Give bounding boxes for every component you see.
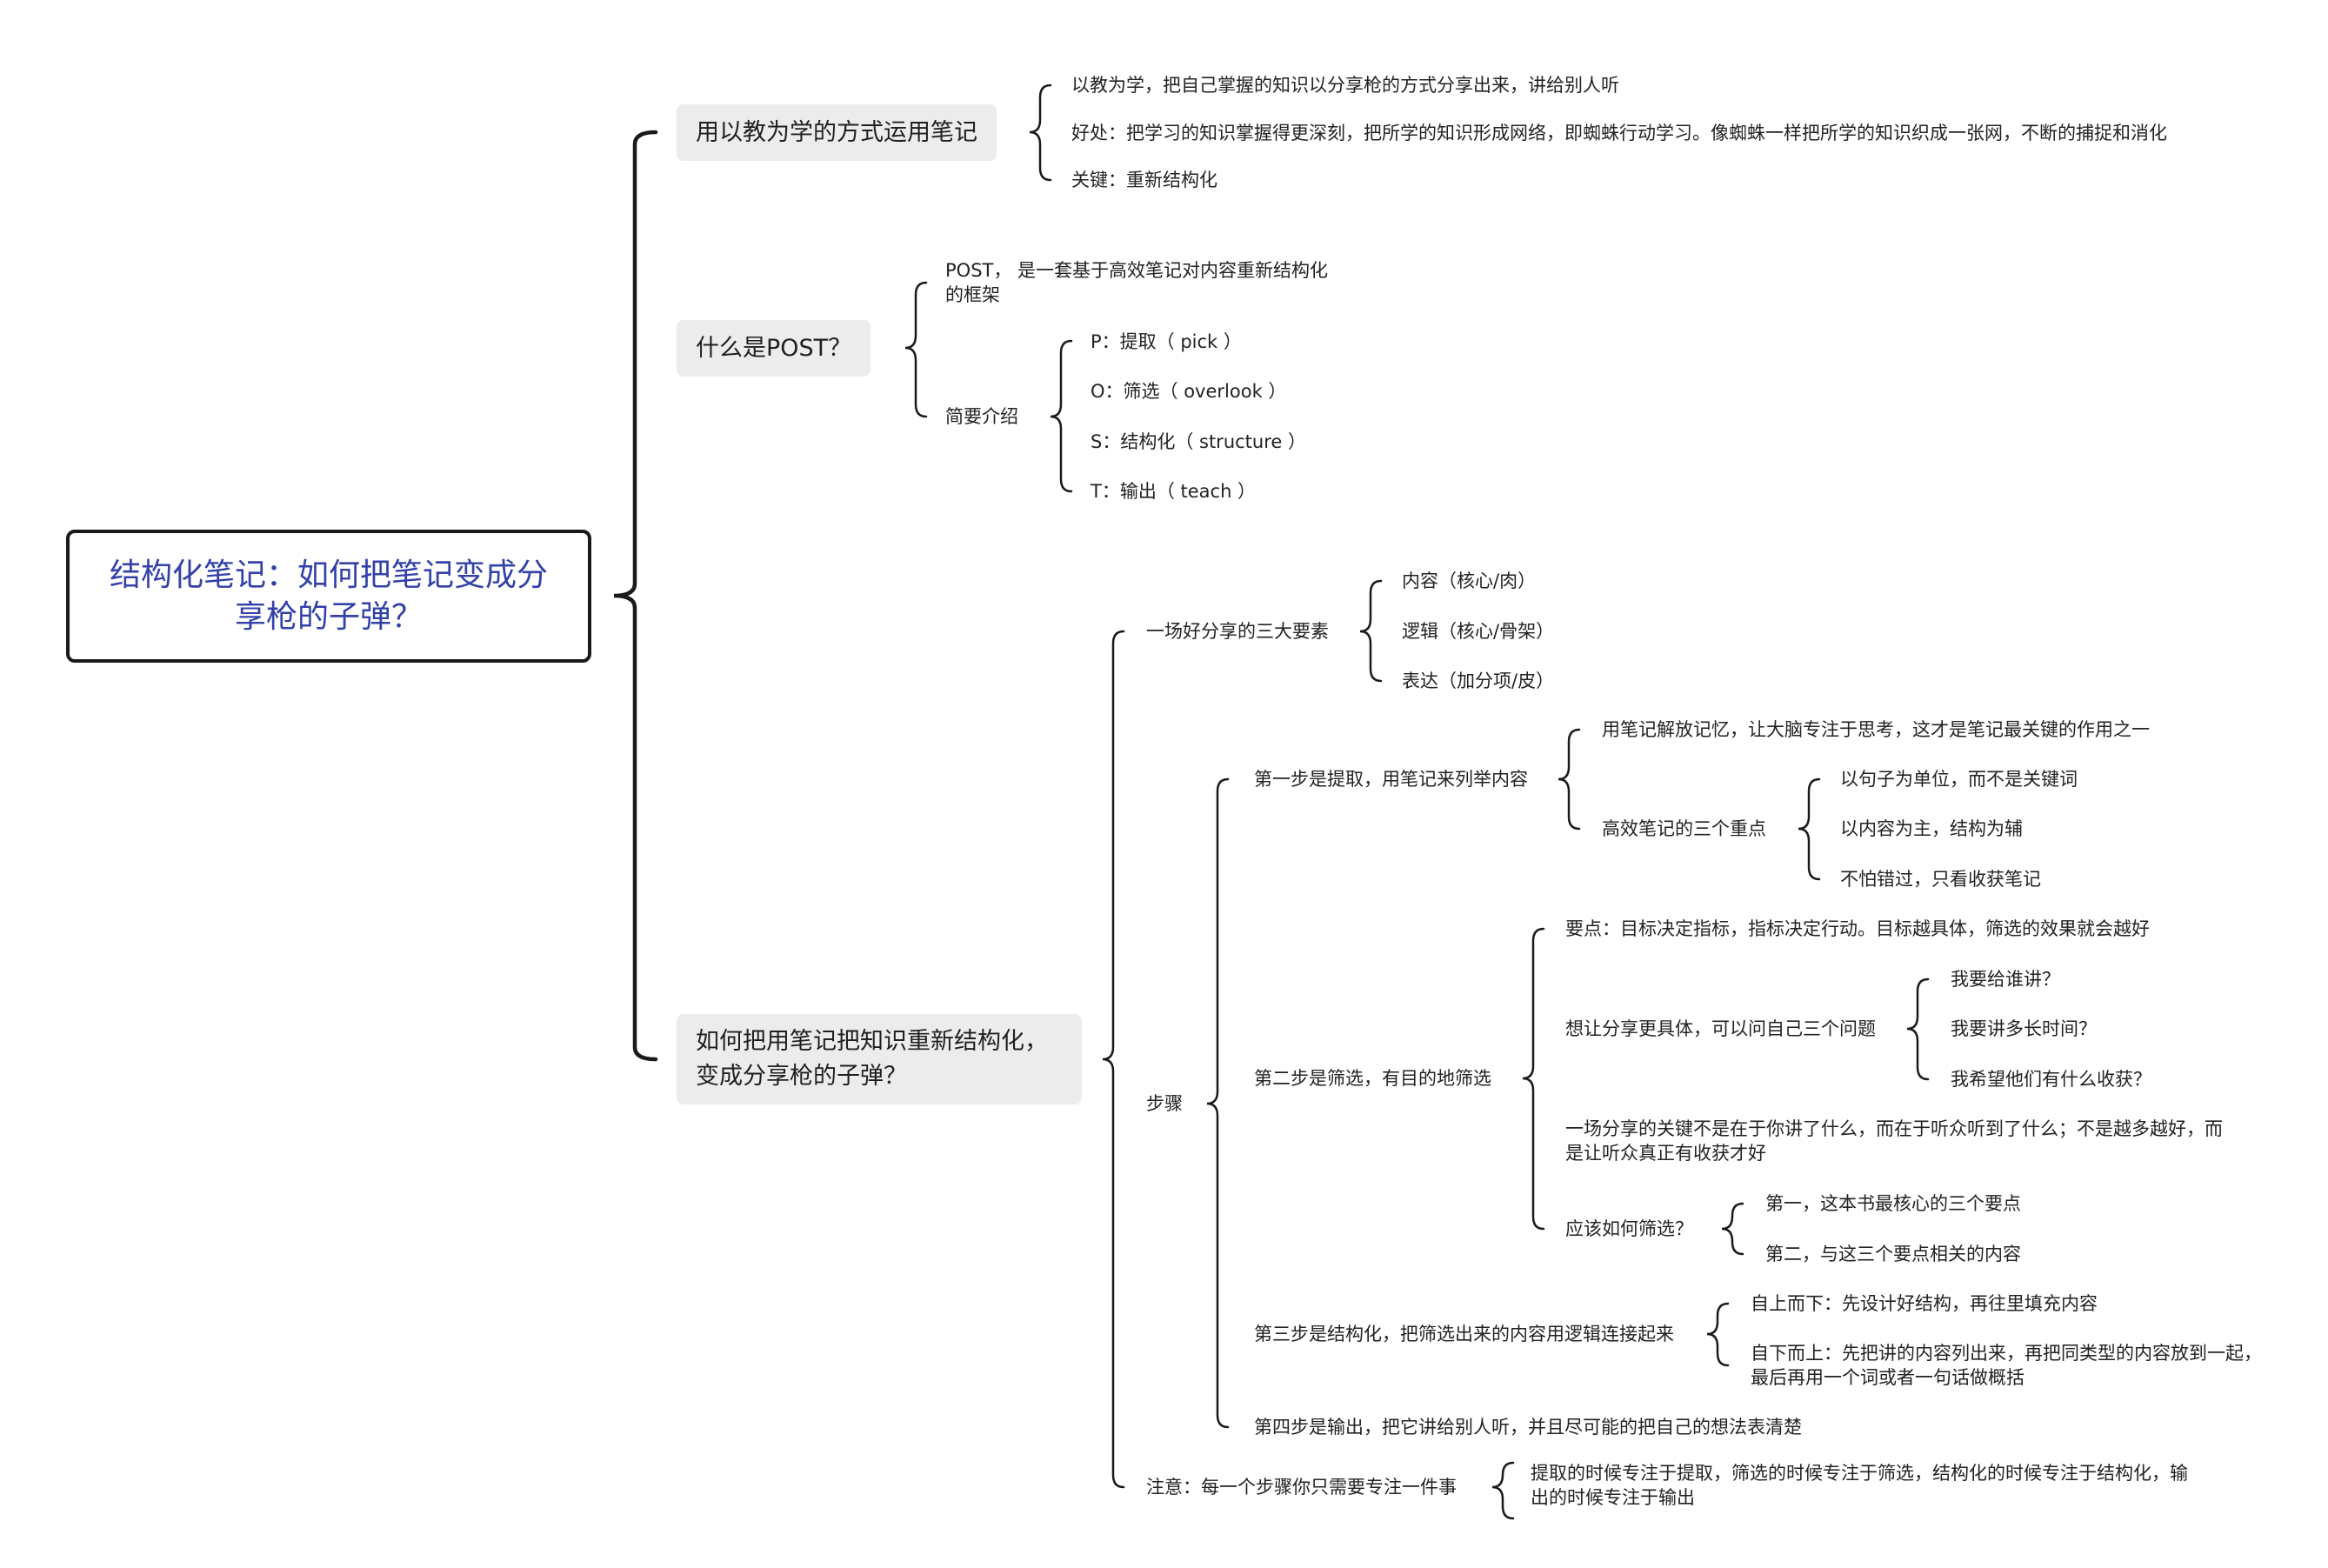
brace-steps	[1206, 777, 1230, 1429]
topic-post[interactable]: 什么是POST？	[677, 320, 871, 377]
brace-how	[1102, 630, 1125, 1489]
step2-how-label[interactable]: 应该如何筛选？	[1565, 1218, 1693, 1239]
step1-key-2[interactable]: 以内容为主，结构为辅	[1840, 818, 2023, 839]
step3-item-1[interactable]: 自上而下：先设计好结构，再往里填充内容	[1751, 1293, 2098, 1314]
post-definition[interactable]: POST， 是一套基于高效笔记对内容重新结构化的框架	[945, 260, 1329, 305]
step1-key-1[interactable]: 以句子为单位，而不是关键词	[1840, 769, 2078, 790]
step2-question-2[interactable]: 我要讲多长时间？	[1951, 1018, 2097, 1039]
step2-point[interactable]: 要点：目标决定指标，指标决定行动。目标越具体，筛选的效果就会越好	[1565, 918, 2150, 939]
step2-how-2[interactable]: 第二，与这三个要点相关的内容	[1765, 1244, 2021, 1264]
step2-question-1[interactable]: 我要给谁讲？	[1951, 969, 2060, 990]
teach-item-2[interactable]: 好处：把学习的知识掌握得更深刻，把所学的知识形成网络，即蜘蛛行动学习。像蜘蛛一样…	[1071, 123, 2167, 143]
brace-post-intro	[1050, 339, 1073, 493]
teach-item-3[interactable]: 关键：重新结构化	[1071, 170, 1217, 190]
brace-step1-keys	[1798, 777, 1821, 881]
step2-how-1[interactable]: 第一，这本书最核心的三个要点	[1765, 1193, 2021, 1214]
post-item-t[interactable]: T：输出（ teach ）	[1091, 481, 1257, 502]
step1-point[interactable]: 用笔记解放记忆，让大脑专注于思考，这才是笔记最关键的作用之一	[1602, 719, 2150, 740]
step3-item-2[interactable]: 自下而上：先把讲的内容列出来，再把同类型的内容放到一起，最后再用一个词或者一句话…	[1751, 1343, 2262, 1388]
step3-label[interactable]: 第三步是结构化，把筛选出来的内容用逻辑连接起来	[1254, 1324, 1674, 1344]
brace-step2-questions	[1906, 977, 1930, 1081]
post-item-o[interactable]: O：筛选（ overlook ）	[1091, 381, 1287, 402]
brace-note	[1491, 1461, 1515, 1520]
step2-questions-label[interactable]: 想让分享更具体，可以问自己三个问题	[1565, 1018, 1876, 1039]
post-item-p[interactable]: P：提取（ pick ）	[1091, 331, 1242, 352]
element-content[interactable]: 内容（核心/肉）	[1402, 570, 1537, 591]
step4-label[interactable]: 第四步是输出，把它讲给别人听，并且尽可能的把自己的想法表清楚	[1254, 1417, 1802, 1438]
brace-root	[613, 130, 658, 1062]
topic-how[interactable]: 如何把用笔记把知识重新结构化，变成分享枪的子弹？	[677, 1014, 1082, 1104]
brace-teach	[1029, 83, 1052, 182]
brace-post	[904, 281, 928, 418]
brace-step2	[1522, 927, 1545, 1231]
step2-key[interactable]: 一场分享的关键不是在于你讲了什么，而在于听众听到了什么；不是越多越好，而是让听众…	[1565, 1118, 2223, 1164]
topic-teach[interactable]: 用以教为学的方式运用笔记	[677, 104, 997, 161]
brace-step2-how	[1721, 1202, 1744, 1256]
note-text[interactable]: 提取的时候专注于提取，筛选的时候专注于筛选，结构化的时候专注于结构化，输出的时候…	[1531, 1463, 2188, 1508]
step1-key-3[interactable]: 不怕错过，只看收获笔记	[1840, 869, 2041, 890]
teach-item-1[interactable]: 以教为学，把自己掌握的知识以分享枪的方式分享出来，讲给别人听	[1071, 75, 1619, 96]
post-intro-label[interactable]: 简要介绍	[945, 406, 1018, 427]
steps-label[interactable]: 步骤	[1146, 1093, 1183, 1114]
post-item-s[interactable]: S：结构化（ structure ）	[1091, 431, 1306, 452]
step2-label[interactable]: 第二步是筛选，有目的地筛选	[1254, 1068, 1491, 1089]
root-title: 结构化笔记：如何把笔记变成分享枪的子弹？	[109, 557, 548, 635]
step2-question-3[interactable]: 我希望他们有什么收获？	[1951, 1069, 2151, 1090]
step1-keys-label[interactable]: 高效笔记的三个重点	[1602, 818, 1766, 839]
brace-step1	[1558, 728, 1581, 831]
element-expression[interactable]: 表达（加分项/皮）	[1402, 671, 1555, 691]
root-topic[interactable]: 结构化笔记：如何把笔记变成分享枪的子弹？	[66, 530, 591, 663]
brace-step3	[1706, 1302, 1730, 1367]
element-logic[interactable]: 逻辑（核心/骨架）	[1402, 621, 1555, 642]
step1-label[interactable]: 第一步是提取，用笔记来列举内容	[1254, 769, 1528, 790]
brace-elements	[1359, 579, 1383, 683]
elements-label[interactable]: 一场好分享的三大要素	[1146, 621, 1329, 642]
note-label[interactable]: 注意：每一个步骤你只需要专注一件事	[1146, 1477, 1457, 1498]
